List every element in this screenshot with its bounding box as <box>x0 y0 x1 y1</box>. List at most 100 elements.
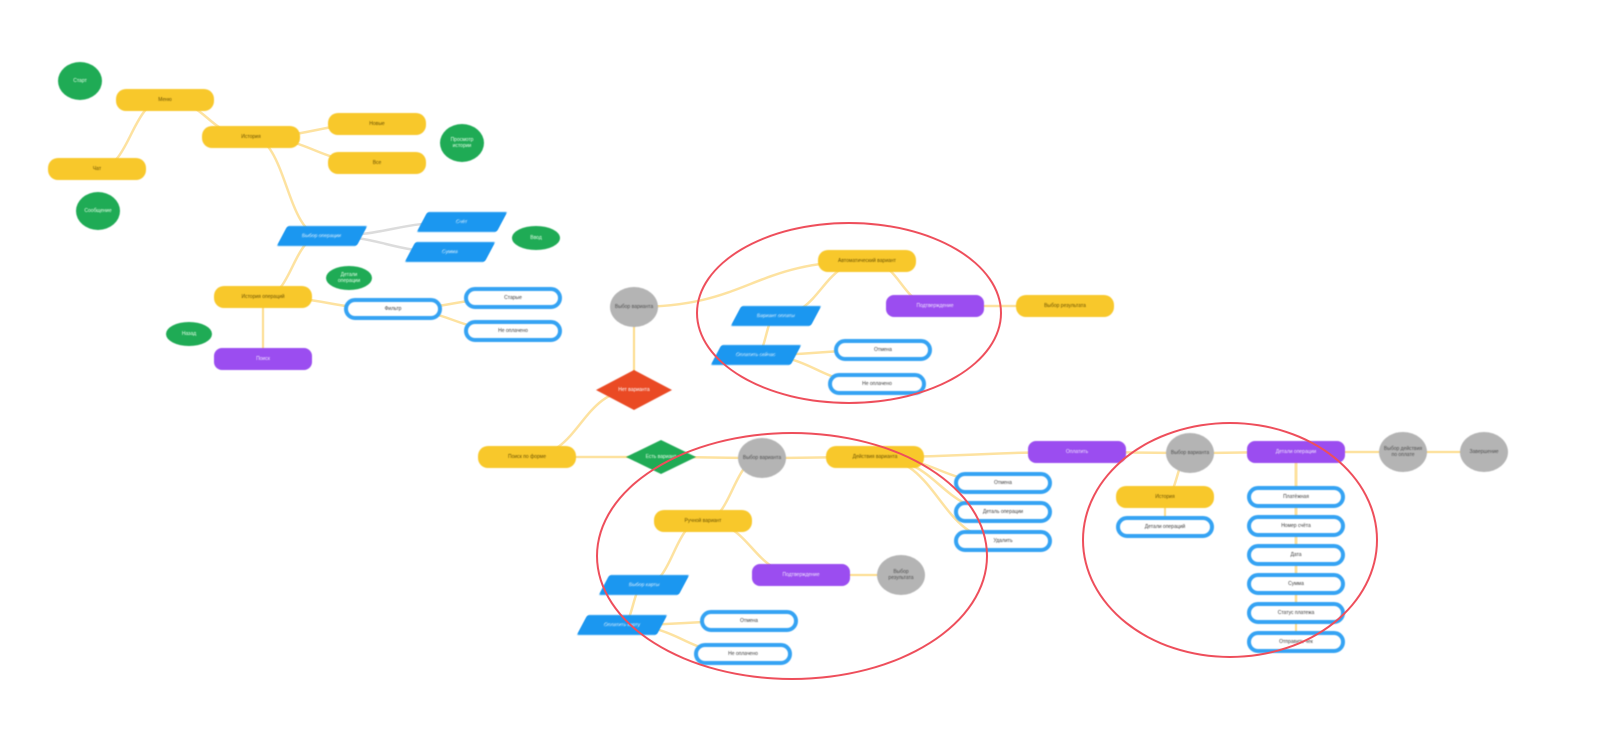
option-node: Отмена <box>834 339 932 361</box>
action-node: Подтверждение <box>886 295 984 317</box>
node-label: Оплатить сейчас <box>736 352 776 358</box>
option-node: Дата <box>1247 544 1345 566</box>
process-node: Выбор результата <box>1016 295 1114 317</box>
node-label: Сумма <box>442 249 458 255</box>
node-label: Не оплачено <box>498 328 528 334</box>
node-label: Чат <box>92 166 102 172</box>
node-label: Завершение <box>1469 449 1499 455</box>
input-node: Выбор карты <box>598 575 690 595</box>
option-node: Старые <box>464 287 562 309</box>
node-label: Назад <box>181 331 197 337</box>
node-label: Счёт <box>456 219 468 225</box>
process-node: История операций <box>214 286 312 308</box>
node-label: Номер счёта <box>1281 523 1311 529</box>
node-label: Ввод <box>530 235 542 241</box>
node-label: Выбор карты <box>628 582 660 588</box>
node-label: Действия варианта <box>852 454 898 460</box>
option-node: Статус платежа <box>1247 602 1345 624</box>
process-node: Чат <box>48 158 146 180</box>
node-label: Дата <box>1290 552 1302 558</box>
option-node: Не оплачено <box>464 320 562 342</box>
input-node: Вариант оплаты <box>730 306 822 326</box>
node-label: Выбор варианта <box>1170 450 1210 456</box>
option-node: Отправить чек <box>1247 631 1345 653</box>
option-node: Фильтр <box>344 298 442 320</box>
terminal-node: Назад <box>166 322 212 346</box>
node-label: Выбор варианта <box>742 455 782 461</box>
node-label: История операций <box>241 294 285 300</box>
node-label: Не оплачено <box>728 651 758 657</box>
process-node: Ручной вариант <box>654 510 752 532</box>
node-label: Детали операции <box>337 272 361 284</box>
node-label: Отмена <box>740 618 758 624</box>
action-node: Подтверждение <box>752 564 850 586</box>
terminal-node: Детали операции <box>326 266 372 290</box>
node-label: Статус платежа <box>1277 610 1315 616</box>
node-label: Выбор операции <box>302 233 342 239</box>
process-node: История <box>202 126 300 148</box>
input-node: Выбор операции <box>276 226 368 246</box>
node-label: Все <box>372 160 382 166</box>
node-label: Поиск по форме <box>507 454 546 460</box>
state-node: Выбор результата <box>877 555 925 595</box>
node-label: Отмена <box>874 347 892 353</box>
node-label: Подтверждение <box>782 572 820 578</box>
decision-node: Есть вариант <box>626 440 696 474</box>
node-label: Удалить <box>993 538 1013 544</box>
input-node: Сумма <box>404 242 496 262</box>
node-label: История <box>241 134 261 140</box>
action-node: Оплатить <box>1028 441 1126 463</box>
node-label: Просмотр истории <box>450 137 474 149</box>
node-label: Выбор результата <box>888 569 914 581</box>
node-label: Меню <box>158 97 172 103</box>
state-node: Выбор варианта <box>738 438 786 478</box>
node-label: История <box>1155 494 1175 500</box>
terminal-node: Просмотр истории <box>440 124 484 162</box>
node-label: Новые <box>369 121 385 127</box>
node-label: Сообщение <box>84 208 112 214</box>
process-node: Меню <box>116 89 214 111</box>
node-label: Оплатить <box>1065 449 1089 455</box>
node-label: Ручной вариант <box>684 518 722 524</box>
node-label: Выбор варианта <box>614 304 654 310</box>
node-label: Сумма <box>1288 581 1304 587</box>
process-node: Действия варианта <box>826 446 924 468</box>
node-label: Выбор результата <box>1044 303 1086 309</box>
node-label: Старт <box>73 78 87 84</box>
node-label: Не оплачено <box>862 381 892 387</box>
state-node: Завершение <box>1460 432 1508 472</box>
node-label: Нет варианта <box>618 387 650 393</box>
node-label: Детали операций <box>1144 524 1186 530</box>
action-node: Детали операции <box>1247 441 1345 463</box>
node-label: Отмена <box>994 480 1012 486</box>
process-node: Автоматический вариант <box>818 250 916 272</box>
node-label: Детали операции <box>1275 449 1317 455</box>
option-node: Номер счёта <box>1247 515 1345 537</box>
input-node: Счёт <box>416 212 508 232</box>
option-node: Платёжная <box>1247 486 1345 508</box>
option-node: Сумма <box>1247 573 1345 595</box>
option-node: Не оплачено <box>828 373 926 395</box>
node-label: Автоматический вариант <box>838 258 896 264</box>
option-node: Деталь операции <box>954 501 1052 523</box>
decision-node: Нет варианта <box>596 370 672 410</box>
node-label: Платёжная <box>1283 494 1309 500</box>
state-node: Выбор варианта <box>610 287 658 327</box>
process-node: Все <box>328 152 426 174</box>
node-label: Оплатить карту <box>603 622 641 628</box>
node-label: Вариант оплаты <box>757 313 795 319</box>
terminal-node: Сообщение <box>76 192 120 230</box>
node-label: Выбор действия по оплате <box>1383 446 1423 458</box>
input-node: Оплатить сейчас <box>710 345 802 365</box>
input-node: Оплатить карту <box>576 615 668 635</box>
diamond-shape <box>626 440 696 474</box>
node-label: Деталь операции <box>982 509 1024 515</box>
process-node: Новые <box>328 113 426 135</box>
action-node: Поиск <box>214 348 312 370</box>
node-label: Поиск <box>256 356 270 362</box>
node-label: Подтверждение <box>916 303 954 309</box>
option-node: Отмена <box>954 472 1052 494</box>
diamond-shape <box>596 370 672 410</box>
option-node: Не оплачено <box>694 643 792 665</box>
